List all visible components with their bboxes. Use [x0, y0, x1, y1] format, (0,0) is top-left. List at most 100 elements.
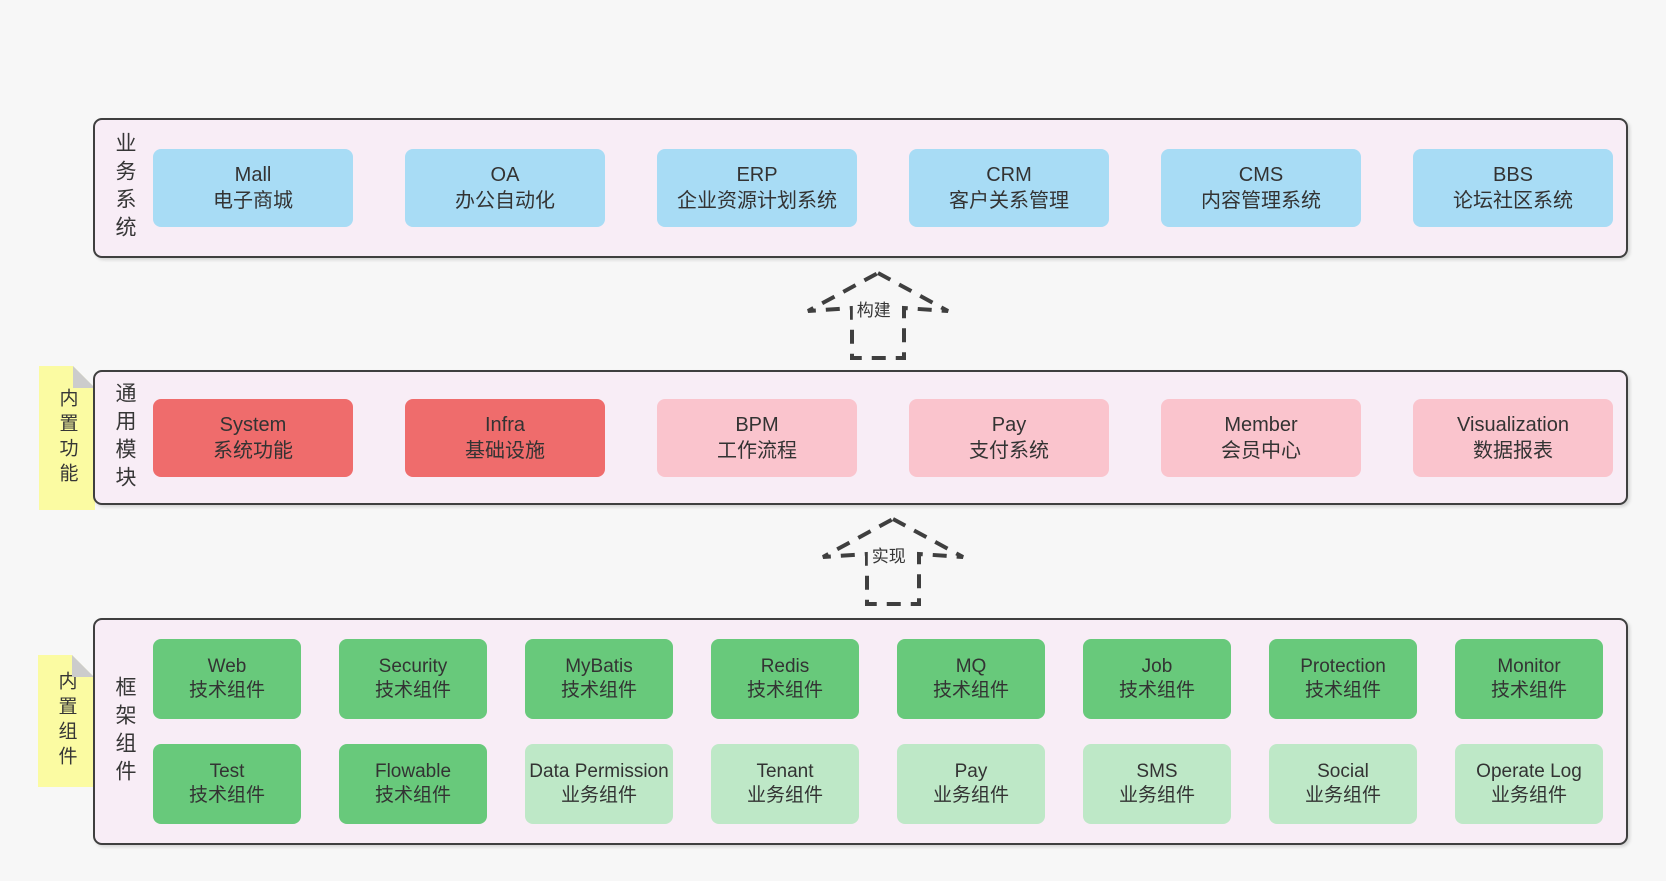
- node-desc: 支付系统: [969, 439, 1049, 462]
- node-tenant: Tenant 业务组件: [711, 744, 859, 824]
- band-business-systems: 业务系统 Mall 电子商城 OA 办公自动化 ERP 企业资源计划系统 CRM…: [93, 118, 1628, 258]
- node-name: CMS: [1238, 164, 1284, 186]
- node-name: Tenant: [756, 760, 814, 782]
- band-label-common-modules: 通用模块: [113, 381, 136, 494]
- node-mq: MQ 技术组件: [897, 639, 1045, 719]
- node-name: Security: [378, 655, 448, 677]
- node-member: Member 会员中心: [1161, 398, 1361, 477]
- node-desc: 技术组件: [188, 785, 265, 806]
- node-erp: ERP 企业资源计划系统: [657, 149, 857, 227]
- node-desc: 技术组件: [932, 680, 1009, 701]
- arrow-label-implement: 实现: [867, 541, 910, 568]
- node-desc: 基础设施: [465, 439, 545, 462]
- node-desc: 技术组件: [374, 680, 451, 701]
- node-name: CRM: [986, 164, 1032, 186]
- node-name: Job: [1141, 655, 1173, 677]
- node-operate-log: Operate Log 业务组件: [1455, 744, 1603, 824]
- node-desc: 客户关系管理: [949, 190, 1069, 212]
- node-name: MQ: [955, 655, 987, 677]
- node-name: Infra: [484, 413, 526, 436]
- node-data-permission: Data Permission 业务组件: [525, 744, 673, 824]
- node-job: Job 技术组件: [1083, 639, 1231, 719]
- node-desc: 业务组件: [560, 785, 637, 806]
- node-desc: 技术组件: [1490, 680, 1567, 701]
- node-crm: CRM 客户关系管理: [909, 149, 1109, 227]
- common-modules-row: System 系统功能 Infra 基础设施 BPM 工作流程 Pay 支付系统…: [153, 398, 1626, 477]
- node-name: Mall: [234, 164, 272, 186]
- node-flowable: Flowable 技术组件: [339, 744, 487, 824]
- node-name: Test: [209, 760, 245, 782]
- node-pay-module: Pay 支付系统: [909, 398, 1109, 477]
- node-name: BBS: [1492, 164, 1534, 186]
- node-protection: Protection 技术组件: [1269, 639, 1417, 719]
- node-desc: 业务组件: [1118, 785, 1195, 806]
- sticky-note-label: 内置功能: [56, 388, 78, 488]
- node-redis: Redis 技术组件: [711, 639, 859, 719]
- tech-components-row: Web 技术组件 Security 技术组件 MyBatis 技术组件 Redi…: [153, 639, 1626, 719]
- node-desc: 业务组件: [1304, 785, 1381, 806]
- node-sms: SMS 业务组件: [1083, 744, 1231, 824]
- node-name: SMS: [1136, 760, 1178, 782]
- sticky-note-builtin-features: 内置功能: [39, 366, 95, 510]
- node-bbs: BBS 论坛社区系统: [1413, 149, 1613, 227]
- node-name: Protection: [1300, 655, 1386, 677]
- arrow-up-implement: 实现: [820, 516, 966, 608]
- node-desc: 电子商城: [213, 190, 293, 212]
- node-name: Operate Log: [1476, 760, 1582, 782]
- node-test: Test 技术组件: [153, 744, 301, 824]
- node-desc: 业务组件: [932, 785, 1009, 806]
- node-name: Pay: [954, 760, 988, 782]
- node-desc: 技术组件: [746, 680, 823, 701]
- node-bpm: BPM 工作流程: [657, 398, 857, 477]
- node-desc: 系统功能: [213, 439, 293, 462]
- band-label-framework-components: 框架组件: [113, 675, 136, 788]
- node-name: Member: [1224, 413, 1298, 436]
- node-mybatis: MyBatis 技术组件: [525, 639, 673, 719]
- node-name: Pay: [991, 413, 1027, 436]
- node-monitor: Monitor 技术组件: [1455, 639, 1603, 719]
- up-arrow-icon: [822, 516, 964, 606]
- node-desc: 企业资源计划系统: [677, 190, 837, 212]
- node-visualization: Visualization 数据报表: [1413, 398, 1613, 477]
- node-desc: 工作流程: [717, 439, 797, 462]
- node-desc: 会员中心: [1221, 439, 1301, 462]
- node-name: OA: [490, 164, 520, 186]
- node-system: System 系统功能: [153, 398, 353, 477]
- node-infra: Infra 基础设施: [405, 398, 605, 477]
- node-name: Redis: [760, 655, 810, 677]
- node-desc: 技术组件: [560, 680, 637, 701]
- node-desc: 数据报表: [1473, 439, 1553, 462]
- node-name: BPM: [735, 413, 779, 436]
- node-name: Web: [207, 655, 247, 677]
- node-name: System: [219, 413, 287, 436]
- node-desc: 技术组件: [374, 785, 451, 806]
- node-name: Flowable: [374, 760, 452, 782]
- band-framework-components: 框架组件 Web 技术组件 Security 技术组件 MyBatis 技术组件…: [93, 618, 1628, 845]
- node-name: ERP: [736, 164, 778, 186]
- sticky-note-builtin-components: 内置组件: [38, 655, 94, 787]
- business-components-row: Test 技术组件 Flowable 技术组件 Data Permission …: [153, 744, 1626, 824]
- node-desc: 业务组件: [1490, 785, 1567, 806]
- up-arrow-icon: [807, 270, 949, 360]
- node-cms: CMS 内容管理系统: [1161, 149, 1361, 227]
- node-oa: OA 办公自动化: [405, 149, 605, 227]
- node-desc: 内容管理系统: [1201, 190, 1321, 212]
- business-systems-row: Mall 电子商城 OA 办公自动化 ERP 企业资源计划系统 CRM 客户关系…: [153, 149, 1626, 227]
- band-common-modules: 通用模块 System 系统功能 Infra 基础设施 BPM 工作流程 Pay…: [93, 370, 1628, 505]
- sticky-note-label: 内置组件: [55, 671, 77, 771]
- node-security: Security 技术组件: [339, 639, 487, 719]
- arrow-label-build: 构建: [852, 295, 895, 322]
- node-desc: 技术组件: [188, 680, 265, 701]
- node-name: Visualization: [1457, 413, 1569, 436]
- arrow-up-build: 构建: [805, 270, 951, 362]
- node-desc: 技术组件: [1304, 680, 1381, 701]
- node-desc: 办公自动化: [455, 190, 555, 212]
- node-desc: 技术组件: [1118, 680, 1195, 701]
- node-desc: 论坛社区系统: [1453, 190, 1573, 212]
- node-name: Social: [1317, 760, 1369, 782]
- node-web: Web 技术组件: [153, 639, 301, 719]
- node-desc: 业务组件: [746, 785, 823, 806]
- node-pay-component: Pay 业务组件: [897, 744, 1045, 824]
- band-label-business-systems: 业务系统: [113, 132, 136, 244]
